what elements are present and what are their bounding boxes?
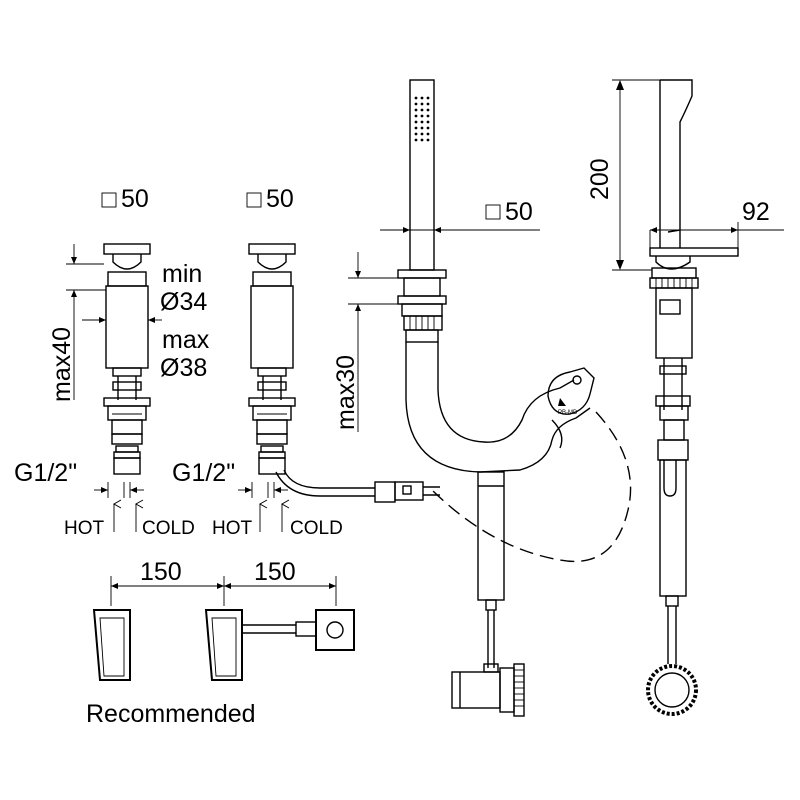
handshower-dims xyxy=(348,227,540,432)
max-deck-label-1: max40 xyxy=(48,327,76,402)
valve-right-sleeve xyxy=(250,285,294,369)
hot-label-1: HOT xyxy=(64,518,105,539)
valve-right-dims xyxy=(238,482,288,498)
layout-valve-left xyxy=(92,609,131,681)
max-label: max xyxy=(162,326,210,354)
spray-holes xyxy=(414,96,430,142)
spacing-label-2: 150 xyxy=(254,558,296,586)
min-diameter-label: Ø34 xyxy=(160,288,207,316)
min-label: min xyxy=(162,260,202,288)
valve-left-dims xyxy=(66,244,162,498)
square-symbol-icon xyxy=(485,204,501,220)
hose-pullout-path xyxy=(429,411,632,563)
valve-left-handle xyxy=(103,243,151,255)
profile-nut xyxy=(646,664,698,716)
hot-label-2: HOT xyxy=(212,518,253,539)
handshower-front xyxy=(397,79,447,343)
brand-logo xyxy=(558,398,566,406)
valve-left-nut xyxy=(107,271,147,287)
max-diameter-label: Ø38 xyxy=(160,354,207,382)
valve-right-handle xyxy=(248,243,296,255)
cold-label-2: COLD xyxy=(290,518,343,539)
square-dim-label-2: 50 xyxy=(266,185,294,213)
square-symbol-icon xyxy=(246,192,262,208)
square-symbol-icon xyxy=(101,192,117,208)
recommended-caption: Recommended xyxy=(86,700,256,728)
square-dim-label-3: 50 xyxy=(505,198,533,226)
cold-label-1: COLD xyxy=(142,518,195,539)
handshower-profile xyxy=(646,79,739,716)
valve-right xyxy=(248,243,296,475)
height-label: 200 xyxy=(586,158,614,200)
valve-left-inlet xyxy=(113,457,141,475)
valve-left xyxy=(103,243,151,475)
valve-left-sleeve xyxy=(105,285,149,369)
connecting-hose xyxy=(275,469,440,503)
thread-label-1: G1/2" xyxy=(14,459,77,487)
lever-length-label: 92 xyxy=(742,198,770,226)
diverter-body xyxy=(451,471,525,717)
square-dim-label-1: 50 xyxy=(121,185,149,213)
valve-right-inlet xyxy=(258,457,286,475)
valve-left-collar xyxy=(112,254,142,270)
layout-valve-right xyxy=(204,609,243,681)
hose-weight xyxy=(547,367,595,415)
thread-label-2: G1/2" xyxy=(172,459,235,487)
profile-dims xyxy=(612,79,784,271)
profile-lever xyxy=(649,247,739,257)
recommended-layout xyxy=(92,576,355,681)
layout-handshower xyxy=(315,609,355,651)
hose-loop: PB-MD xyxy=(405,342,595,473)
check-valve xyxy=(451,671,501,709)
spacing-label-1: 150 xyxy=(140,558,182,586)
max-deck-label-2: max30 xyxy=(332,355,360,430)
brand-logo-text: PB-MD xyxy=(558,410,578,416)
handshower-handle xyxy=(409,79,435,271)
